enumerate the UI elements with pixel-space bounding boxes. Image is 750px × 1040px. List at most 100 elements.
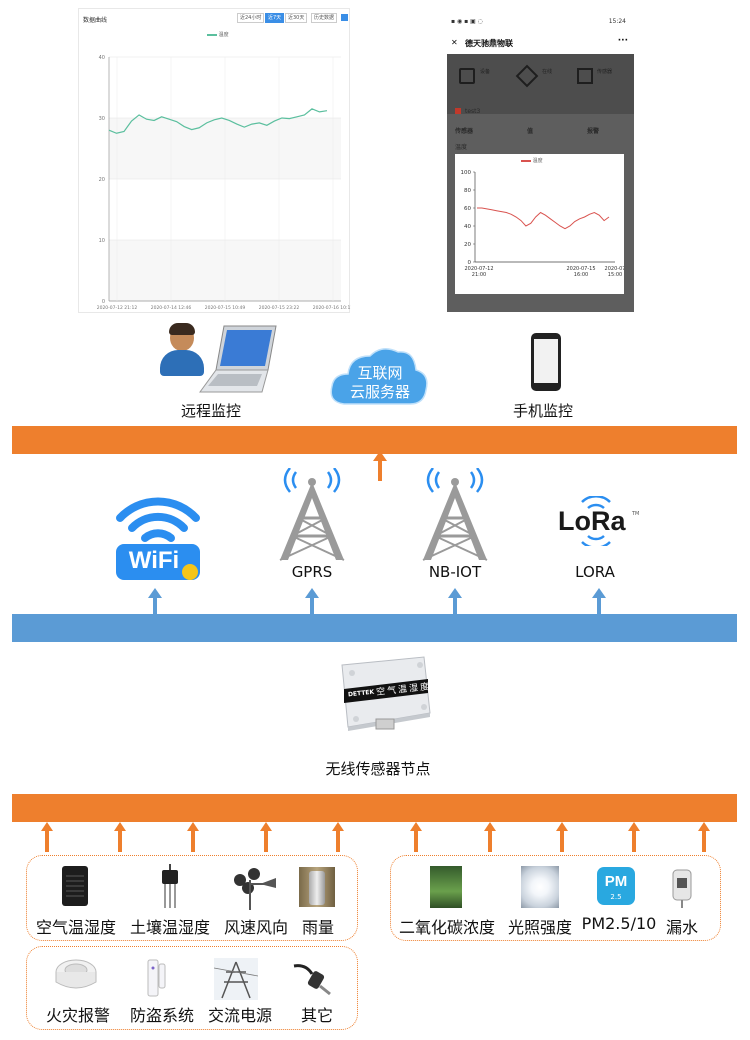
sensor-up-arrow-icon — [113, 822, 127, 852]
x-tick-label: 21:00 — [472, 272, 486, 278]
device-name: test3 — [465, 108, 480, 115]
nbiot-up-arrow-icon — [447, 588, 463, 616]
x-tick-label: 2020-07-15 23:22 — [259, 305, 300, 311]
y-tick-label: 0 — [102, 299, 105, 305]
row-sensor-name: 温度 — [455, 142, 467, 151]
phone-chart-legend: 温度 — [521, 157, 543, 164]
sensor-label-co2: 二氧化碳浓度 — [397, 914, 497, 938]
nbiot-tower-icon — [415, 468, 495, 562]
range-7d-button[interactable]: 近7天 — [265, 13, 284, 23]
y-tick-label: 10 — [99, 238, 105, 244]
pm-badge-text: PM — [597, 873, 635, 890]
web-legend-label: 温度 — [219, 32, 229, 38]
y-tick-label: 30 — [99, 116, 105, 122]
lora-label: LORA — [555, 563, 635, 581]
sensor-label-rain: 雨量 — [294, 914, 342, 938]
y-tick-label: 60 — [464, 206, 471, 212]
y-tick-label: 40 — [464, 224, 471, 230]
phone-app-title: 德天驰鼎物联 — [465, 38, 513, 49]
sensor-up-arrow-icon — [409, 822, 423, 852]
sensor-label-ac-power: 交流电源 — [202, 1002, 278, 1026]
sensor-label-light: 光照强度 — [500, 914, 580, 938]
y-tick-label: 20 — [464, 242, 471, 248]
sensor-label-other: 其它 — [292, 1002, 342, 1026]
y-tick-label: 80 — [464, 188, 471, 194]
y-tick-label: 100 — [461, 170, 472, 176]
sensor-label-wind: 风速风向 — [216, 914, 296, 938]
col-alarm-header: 报警 — [587, 126, 599, 135]
lora-signal-icon — [566, 496, 626, 546]
sensor-up-arrow-icon — [627, 822, 641, 852]
sensor-label-pm: PM2.5/10 — [578, 914, 660, 933]
power-line-icon — [214, 958, 258, 1000]
pm-badge-icon: PM 2.5 — [597, 867, 635, 905]
sensor-up-arrow-icon — [40, 822, 54, 852]
person-hair-icon — [169, 323, 195, 335]
air-temp-humidity-sensor-icon — [62, 866, 88, 906]
pm-badge-sub: 2.5 — [597, 893, 635, 901]
x-tick-label: 2020-07-12 21:12 — [97, 305, 138, 311]
web-temperature-chart: 0102030402020-07-12 21:122020-07-14 12:4… — [79, 39, 351, 311]
web-chart-title: 数据曲线 — [83, 15, 107, 24]
status-time: 15:24 — [609, 18, 626, 25]
sensor-up-arrow-icon — [697, 822, 711, 852]
wifi-up-arrow-icon — [147, 588, 163, 616]
water-leak-sensor-icon — [667, 866, 697, 908]
remote-monitor-illustration — [160, 322, 280, 397]
phone-app-header: ✕ 德天驰鼎物联 ··· — [447, 32, 634, 54]
back-icon[interactable]: ✕ — [451, 38, 458, 47]
menu-item-device[interactable]: 设备 — [480, 68, 490, 75]
x-tick-label: 2020-07-15 10:49 — [205, 305, 246, 311]
sensor-up-arrow-icon — [259, 822, 273, 852]
sensor-label-fire: 火灾报警 — [38, 1002, 118, 1026]
sensor-up-arrow-icon — [555, 822, 569, 852]
legend-line-icon — [521, 160, 531, 162]
nbiot-label: NB-IOT — [410, 563, 500, 581]
gprs-label: GPRS — [272, 563, 352, 581]
range-30d-button[interactable]: 近30天 — [285, 13, 307, 23]
cloud-line2: 云服务器 — [330, 381, 430, 402]
smartphone-icon — [531, 333, 561, 391]
menu-item-online[interactable]: 在线 — [542, 68, 552, 75]
device-status-icon — [455, 108, 461, 114]
sensor-icon[interactable] — [577, 68, 593, 84]
lora-tm-mark: TM — [632, 511, 639, 517]
legend-line-icon — [207, 34, 217, 36]
phone-status-bar: ▪ ◉ ▪ ▣ ◌ 15:24 — [447, 12, 634, 32]
device-icon[interactable] — [459, 68, 475, 84]
sensor-label-air: 空气温湿度 — [32, 914, 120, 938]
col-sensor-header: 传感器 — [455, 126, 473, 135]
more-icon[interactable]: ··· — [618, 36, 628, 46]
range-24h-button[interactable]: 近24小时 — [237, 13, 264, 23]
status-icons: ▪ ◉ ▪ ▣ ◌ — [451, 18, 483, 25]
y-tick-label: 20 — [99, 177, 105, 183]
network-bus-bar — [12, 614, 737, 642]
x-tick-label: 2020-07-14 12:46 — [151, 305, 192, 311]
soil-sensor-icon — [156, 864, 184, 910]
gprs-up-arrow-icon — [304, 588, 320, 616]
mobile-monitor-label: 手机监控 — [488, 400, 598, 421]
x-tick-label: 16:00 — [574, 272, 588, 278]
phone-menu: 设备 在线 传感器 — [447, 54, 634, 114]
phone-monitor-screenshot: ▪ ◉ ▪ ▣ ◌ 15:24 ✕ 德天驰鼎物联 ··· 设备 在线 传感器 t… — [447, 12, 634, 312]
x-tick-label: 15:00 — [608, 272, 622, 278]
wireless-node-label: 无线传感器节点 — [318, 758, 438, 779]
co2-plant-icon — [430, 866, 462, 908]
cloud-bus-bar — [12, 426, 737, 454]
grid-view-icon[interactable] — [341, 14, 348, 21]
sensor-up-arrow-icon — [186, 822, 200, 852]
gprs-tower-icon — [272, 468, 352, 562]
menu-item-sensor[interactable]: 传感器 — [597, 68, 612, 75]
sensor-label-soil: 土壤温湿度 — [124, 914, 216, 938]
online-icon[interactable] — [516, 65, 539, 88]
lora-up-arrow-icon — [591, 588, 607, 616]
sensor-up-arrow-icon — [331, 822, 345, 852]
sensor-label-antitheft: 防盗系统 — [122, 1002, 202, 1026]
rain-gauge-icon — [299, 867, 335, 907]
wifi-logo-text: WiFi — [116, 547, 192, 575]
series-line-temperature — [477, 208, 609, 229]
history-data-button[interactable]: 历史数据 — [311, 13, 337, 23]
other-probe-icon — [290, 960, 334, 996]
